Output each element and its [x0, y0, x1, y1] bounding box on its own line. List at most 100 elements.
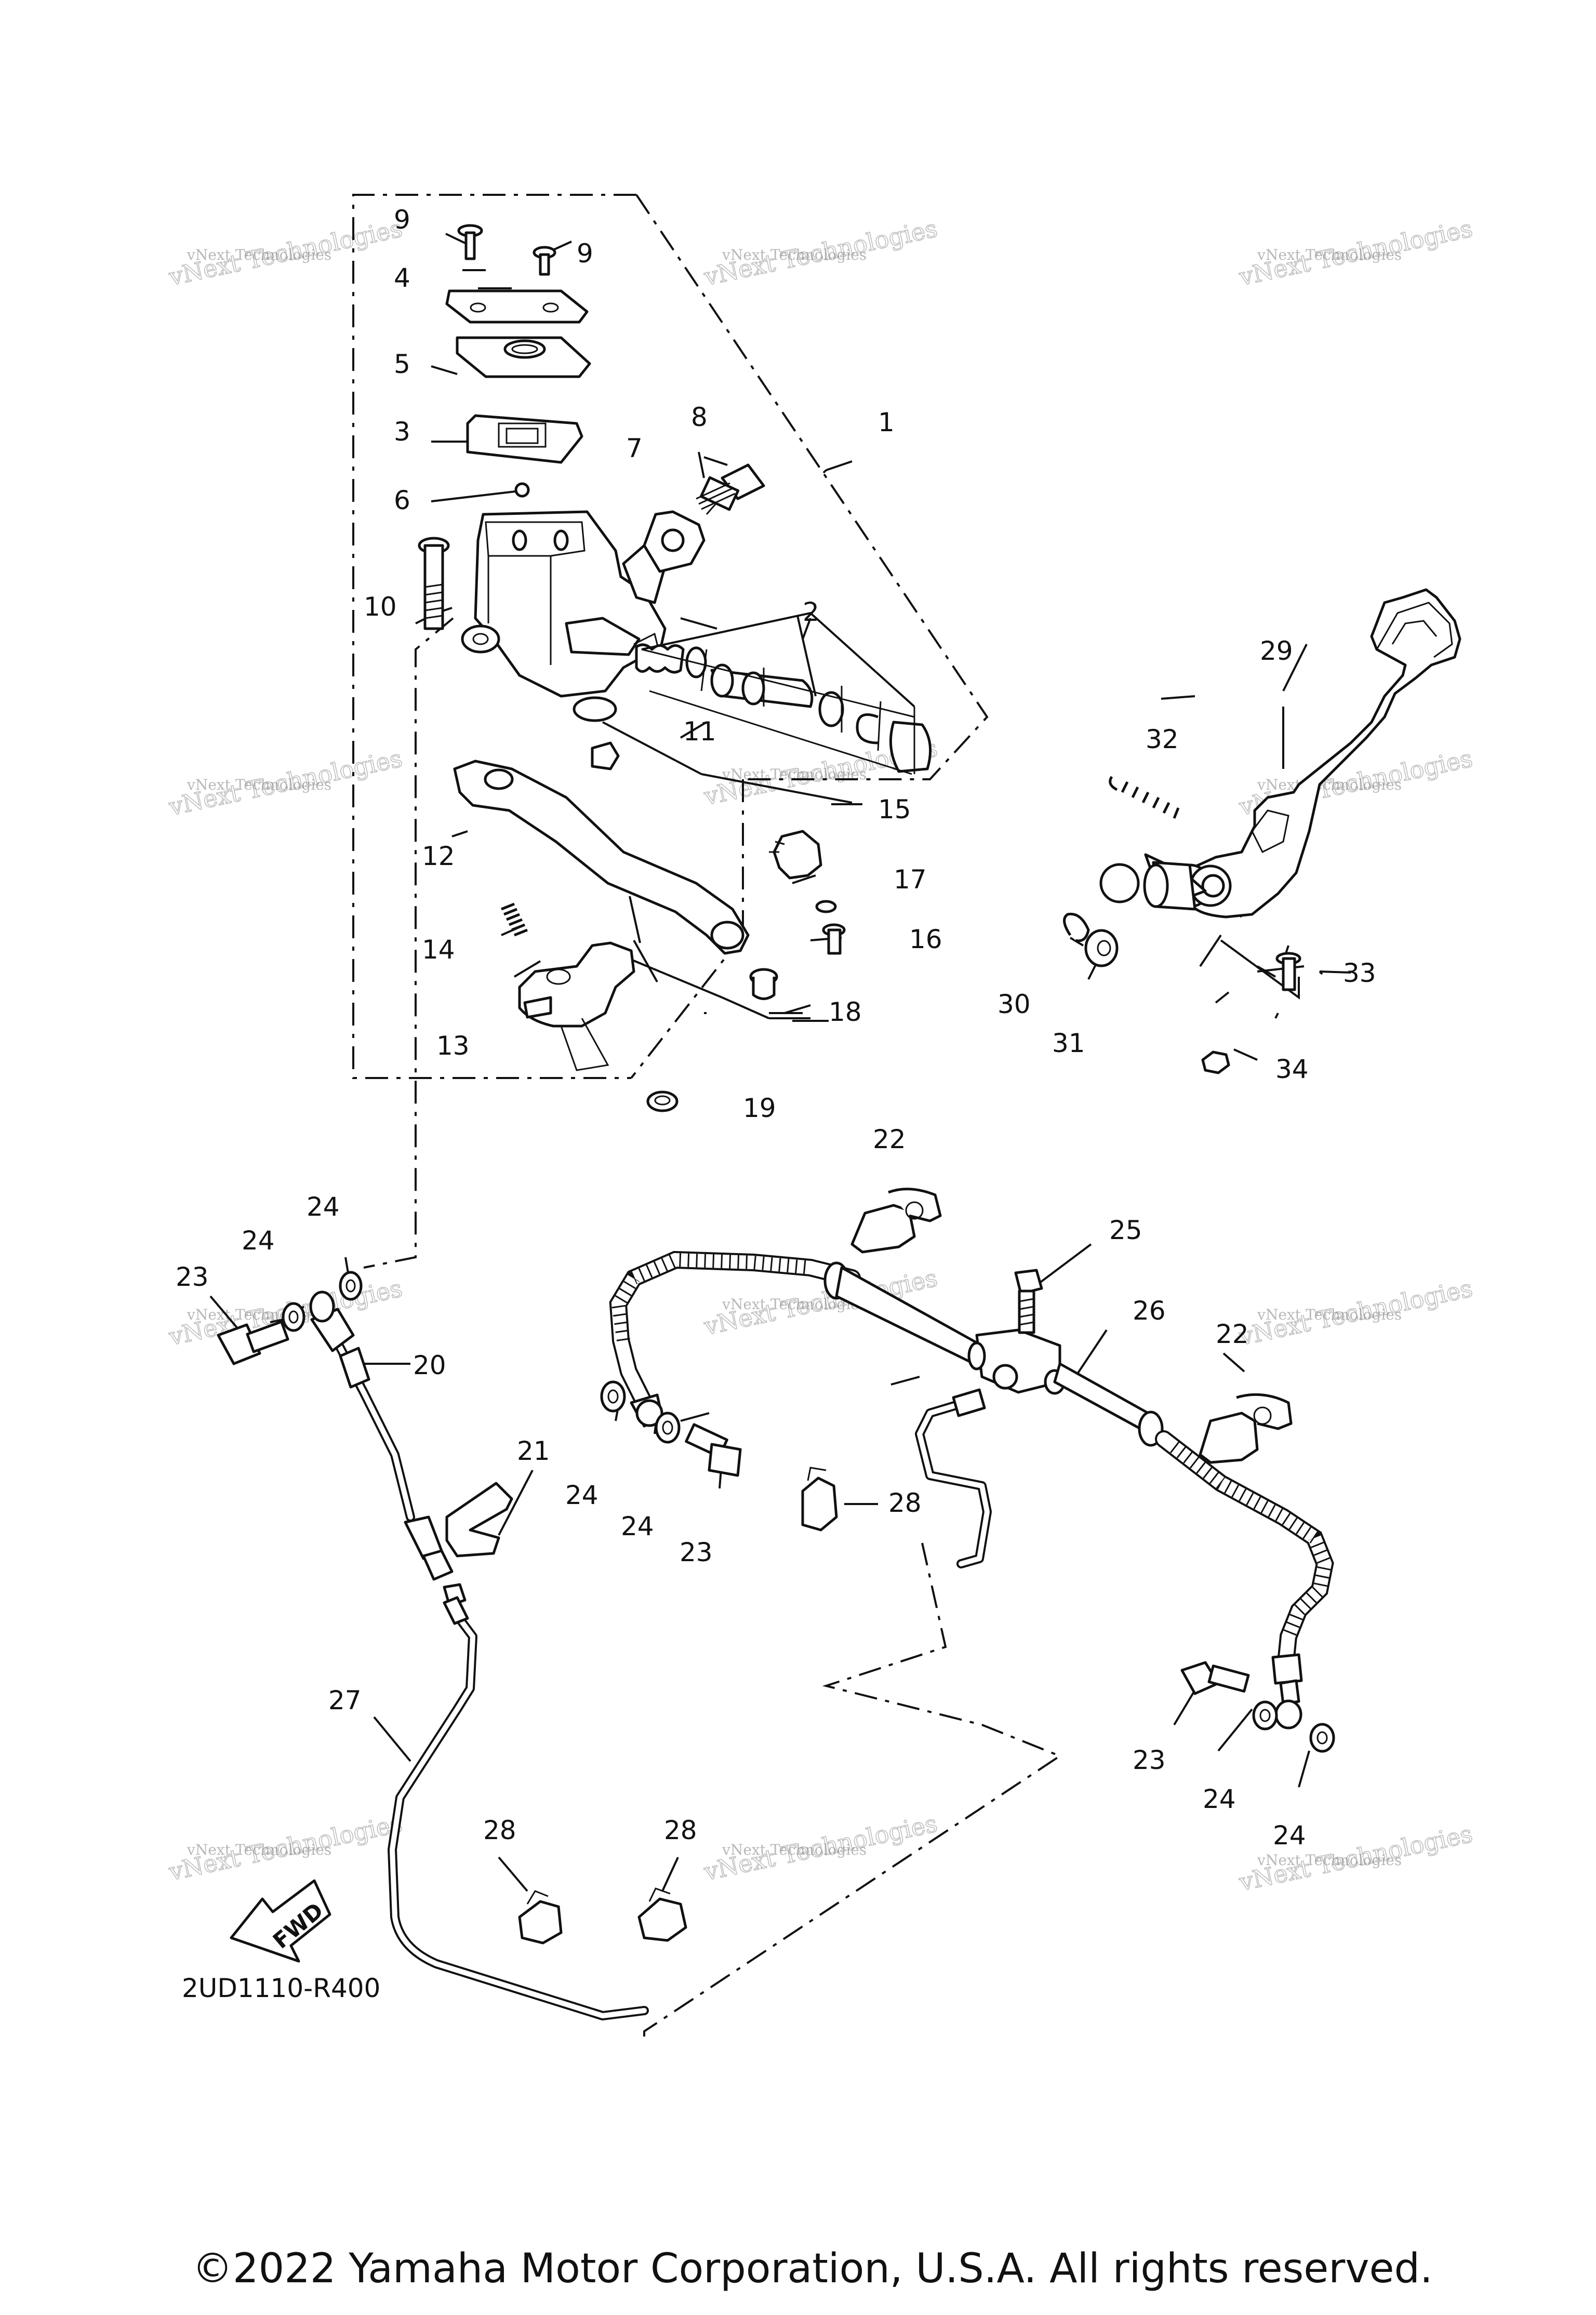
brake-pedal: [1186, 588, 1461, 919]
callout-19: 19: [743, 1093, 776, 1123]
svg-text:vNext Technologies: vNext Technologies: [1257, 1306, 1402, 1323]
callout-23: 23: [680, 1537, 713, 1567]
svg-text:vNext Technologies: vNext Technologies: [187, 246, 331, 263]
washer-mid-1: [600, 1380, 626, 1413]
pedal-spring: [1109, 776, 1180, 819]
callout-1: 1: [878, 407, 895, 437]
callout-4: 4: [394, 263, 410, 293]
piston-kit: [633, 611, 932, 775]
forward-arrow-icon: FWD: [230, 1879, 331, 1963]
callout-29: 29: [1260, 636, 1293, 666]
callout-24: 24: [1273, 1820, 1306, 1851]
callout-15: 15: [878, 794, 911, 824]
circlip: [1063, 912, 1090, 942]
callout-labels: 9 9 4 5 3 6 8 7 1 10 2 11 15 12 17 16 14…: [176, 205, 1376, 1851]
callout-14: 14: [422, 935, 455, 965]
pipe-clamp-2: [518, 1890, 563, 1945]
hose-clamp-right: [1199, 1393, 1293, 1464]
callout-30: 30: [998, 989, 1031, 1019]
callout-26: 26: [1133, 1296, 1166, 1326]
svg-text:vNext Technologies: vNext Technologies: [1257, 1852, 1402, 1869]
svg-text:vNext Technologies: vNext Technologies: [722, 246, 867, 263]
master-cylinder-assembly: [418, 224, 932, 1112]
callout-3: 3: [394, 417, 410, 447]
union-bolt-left: [217, 1320, 289, 1365]
lever-pin: [749, 968, 778, 1000]
switch-screw: [822, 923, 846, 955]
washer-left-2: [339, 1271, 363, 1301]
svg-text:vNext Technologies: vNext Technologies: [187, 1841, 331, 1858]
washer-right-1: [1252, 1700, 1278, 1731]
washer-right-2: [1309, 1723, 1335, 1753]
watermark: vNext Technologies vNext Technologies: [1236, 1274, 1475, 1352]
svg-text:vNext Technologies: vNext Technologies: [187, 776, 331, 793]
washer-mid-2: [655, 1412, 681, 1444]
callout-23: 23: [1133, 1745, 1166, 1775]
callout-18: 18: [829, 997, 862, 1027]
callout-20: 20: [413, 1350, 446, 1380]
watermark: vNext Technologies vNext Technologies: [701, 1809, 940, 1887]
screw-part-9-left: [457, 224, 483, 260]
pipe-clamp-1: [801, 1467, 838, 1532]
hose-clamp-upper: [850, 1188, 942, 1254]
svg-text:vNext Technologies: vNext Technologies: [722, 1841, 867, 1858]
pedal-nut: [1201, 1050, 1230, 1074]
watermark: vNext Technologies vNext Technologies: [166, 1809, 405, 1887]
callout-22: 22: [873, 1124, 906, 1154]
union-bolt-right: [1180, 1661, 1250, 1695]
callout-28: 28: [483, 1815, 516, 1845]
watermark: vNext Technologies vNext Technologies: [1236, 1819, 1475, 1897]
callout-7: 7: [626, 433, 643, 463]
pivot-nut: [591, 741, 620, 770]
callout-24: 24: [1203, 1784, 1236, 1814]
callout-13: 13: [436, 1031, 470, 1061]
holder-bolt: [696, 463, 765, 515]
callout-28: 28: [664, 1815, 697, 1845]
washer-left-1: [282, 1302, 305, 1332]
brake-pipe-branch: [915, 1388, 992, 1568]
callout-34: 34: [1275, 1054, 1309, 1084]
callout-21: 21: [517, 1436, 550, 1466]
brake-hose-rear: [1053, 1362, 1334, 1729]
brake-pipe: [388, 1596, 649, 2020]
brake-hose-front: [309, 1290, 467, 1607]
callout-17: 17: [894, 864, 927, 895]
brake-lever: [453, 760, 750, 955]
callout-8: 8: [691, 402, 708, 432]
diagram-code: 2UD1110-R400: [182, 1973, 381, 2003]
pedal-washer: [1084, 929, 1119, 967]
joint-bolt: [1014, 1269, 1043, 1334]
svg-text:vNext Technologies: vNext Technologies: [187, 1306, 331, 1323]
pedal-bolt: [1275, 952, 1301, 991]
callout-12: 12: [422, 841, 455, 871]
callout-25: 25: [1109, 1215, 1142, 1245]
switch-washer: [815, 900, 837, 913]
callout-28: 28: [888, 1488, 922, 1518]
callout-10: 10: [364, 592, 397, 622]
pipe-clamp-3: [637, 1887, 687, 1942]
callout-22: 22: [1216, 1319, 1249, 1349]
svg-text:vNext Technologies: vNext Technologies: [1257, 776, 1402, 793]
callout-33: 33: [1343, 958, 1376, 988]
diaphragm: [466, 414, 583, 464]
callout-24: 24: [307, 1192, 340, 1222]
float-ring: [514, 482, 530, 498]
callout-24: 24: [621, 1511, 654, 1541]
three-way-joint: [967, 1328, 1066, 1395]
callout-23: 23: [176, 1262, 209, 1292]
leader-lines: [209, 233, 1351, 2037]
return-spring: [501, 902, 528, 937]
watermark: vNext Technologies vNext Technologies: [166, 744, 405, 822]
svg-text:vNext Technologies: vNext Technologies: [1257, 246, 1402, 263]
reservoir-cap: [445, 289, 589, 324]
callout-6: 6: [394, 485, 410, 515]
callout-9: 9: [394, 205, 410, 235]
brake-switch: [773, 830, 822, 880]
callout-5: 5: [394, 349, 410, 379]
callout-11: 11: [683, 716, 716, 747]
brake-hose-loop: [609, 1250, 983, 1428]
callout-2: 2: [803, 597, 819, 627]
union-bolt-mid: [685, 1423, 742, 1477]
